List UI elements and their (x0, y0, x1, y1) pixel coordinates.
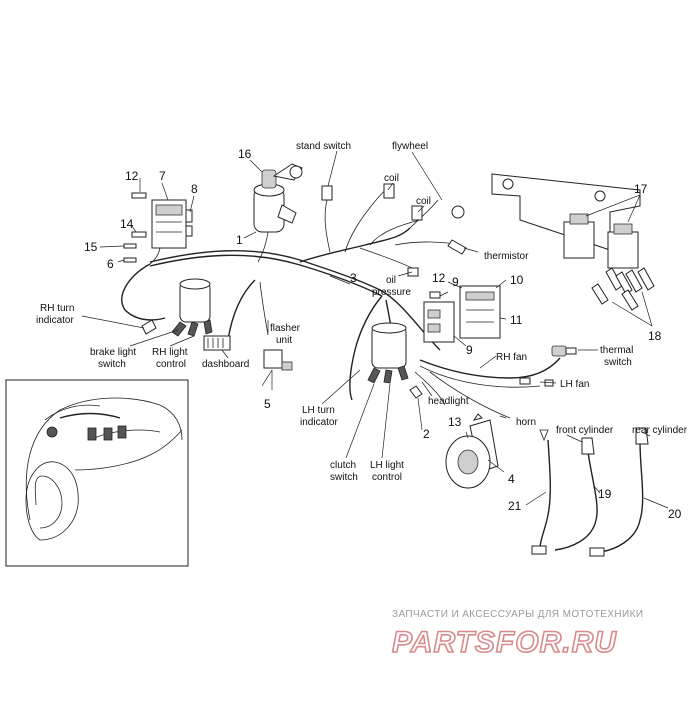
callout-7: 7 (159, 169, 166, 183)
label-horn: horn (516, 417, 536, 428)
callout-4: 4 (508, 472, 515, 486)
callout-16: 16 (238, 147, 252, 161)
lh-switch-cluster (367, 322, 423, 399)
label-lh-turn-2: indicator (300, 417, 338, 428)
label-thermal-1: thermal (600, 345, 633, 356)
rh-switch-cluster (141, 278, 213, 337)
flasher-unit (263, 349, 293, 390)
watermark: ЗАПЧАСТИ И АКСЕССУАРЫ ДЛЯ МОТОТЕХНИКИ PA… (391, 609, 643, 660)
thermal-switch-part (519, 345, 577, 387)
callout-numbers: 1 2 3 4 5 6 7 8 9 9 10 11 12 12 13 14 15… (84, 147, 682, 521)
callout-20: 20 (668, 507, 682, 521)
callout-21: 21 (508, 499, 522, 513)
callout-1: 1 (236, 233, 243, 247)
relay-block (423, 285, 501, 343)
label-flywheel: flywheel (392, 141, 428, 152)
dashboard-connector (203, 335, 231, 351)
label-lh-fan: LH fan (560, 379, 589, 390)
callout-13: 13 (448, 415, 462, 429)
motorcycle-inset (5, 379, 189, 567)
ignition-coils (491, 173, 655, 311)
label-thermal-2: switch (604, 357, 632, 368)
label-rh-turn-1: RH turn (40, 303, 74, 314)
label-flasher-2: unit (276, 335, 292, 346)
label-stand-switch: stand switch (296, 141, 351, 152)
label-headlight: headlight (428, 396, 469, 407)
label-coil-lower: coil (416, 196, 431, 207)
label-oil-pressure-2: pressure (372, 287, 411, 298)
label-rh-light-1: RH light (152, 347, 188, 358)
watermark-tagline: ЗАПЧАСТИ И АКСЕССУАРЫ ДЛЯ МОТОТЕХНИКИ (392, 609, 643, 620)
label-coil-upper: coil (384, 173, 399, 184)
callout-11: 11 (510, 313, 523, 327)
label-lh-light-1: LH light (370, 460, 404, 471)
watermark-logo: PARTSFOR.RU (392, 626, 617, 659)
label-brake-light-1: brake light (90, 347, 136, 358)
label-lh-light-2: control (372, 472, 402, 483)
callout-17: 17 (634, 182, 648, 196)
label-rh-turn-2: indicator (36, 315, 74, 326)
callout-15: 15 (84, 240, 98, 254)
ht-leads (531, 427, 649, 557)
callout-19: 19 (598, 487, 612, 501)
label-clutch-1: clutch (330, 460, 356, 471)
callout-3: 3 (350, 271, 357, 285)
label-clutch-2: switch (330, 472, 358, 483)
callout-2: 2 (423, 427, 430, 441)
label-brake-light-2: switch (98, 359, 126, 370)
label-rh-fan: RH fan (496, 352, 527, 363)
label-rear-cylinder: rear cylinder (632, 425, 688, 436)
callout-5: 5 (264, 397, 271, 411)
callout-12-left: 12 (125, 169, 139, 183)
callout-18: 18 (648, 329, 662, 343)
label-flasher-1: flasher (270, 323, 301, 334)
leader-lines (81, 150, 669, 509)
regulator (123, 192, 193, 265)
horn-part (445, 413, 499, 489)
callout-9-lower: 9 (466, 343, 473, 357)
label-dashboard: dashboard (202, 359, 249, 370)
callout-12-right: 12 (432, 271, 446, 285)
label-thermistor: thermistor (484, 251, 529, 262)
callout-10: 10 (510, 273, 524, 287)
callout-6: 6 (107, 257, 114, 271)
callout-14: 14 (120, 217, 134, 231)
label-lh-turn-1: LH turn (302, 405, 335, 416)
engine-sensors (321, 183, 467, 277)
callout-8: 8 (191, 182, 198, 196)
label-rh-light-2: control (156, 359, 186, 370)
callout-9-upper: 9 (452, 275, 459, 289)
component-labels: stand switch flywheel coil coil thermist… (36, 141, 688, 483)
label-front-cylinder: front cylinder (556, 425, 614, 436)
label-oil-pressure-1: oil (386, 275, 396, 286)
ignition-switch (253, 163, 303, 263)
